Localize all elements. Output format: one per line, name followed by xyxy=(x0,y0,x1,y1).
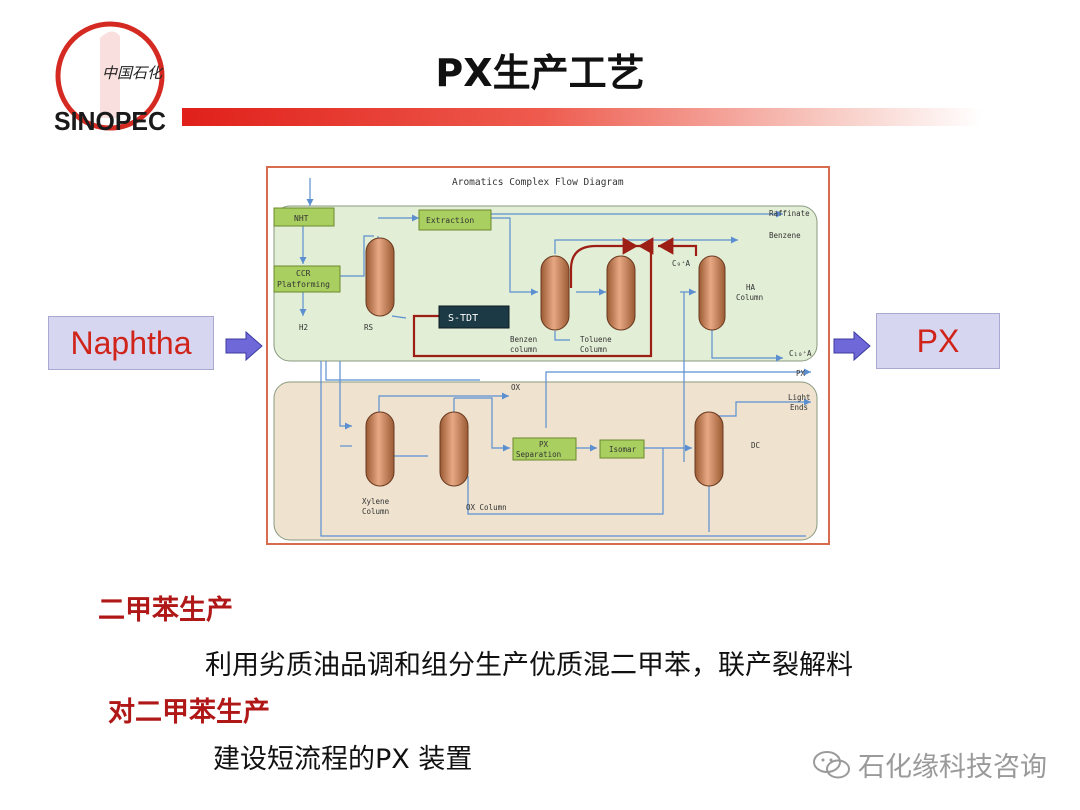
c9a-label: C₉⁺A xyxy=(672,259,691,268)
rs-column xyxy=(365,237,395,317)
input-arrow-icon xyxy=(224,330,264,366)
px-stream-label: PX xyxy=(796,369,806,378)
px-separation-unit: PX Separation xyxy=(512,437,577,461)
xylene-column xyxy=(365,411,395,487)
ox-column-label: OX Column xyxy=(466,503,507,512)
benzene-label: Benzene xyxy=(769,231,801,240)
diagram-title: Aromatics Complex Flow Diagram xyxy=(452,177,624,188)
output-arrow-icon xyxy=(832,330,872,366)
benzen-label-2: column xyxy=(510,345,537,354)
section-text-xylene: 利用劣质油品调和组分生产优质混二甲苯，联产裂解料 xyxy=(205,650,853,681)
dc-label: DC xyxy=(751,441,760,450)
rs-label: RS xyxy=(364,323,374,332)
stdt-unit: S-TDT xyxy=(438,305,510,329)
h2-label: H2 xyxy=(299,323,308,332)
wechat-watermark: 石化缘科技咨询 xyxy=(812,745,1047,784)
extraction-label: Extraction xyxy=(426,216,474,225)
page-title: PX生产工艺 xyxy=(435,51,645,95)
light-label-1: Light xyxy=(788,393,811,402)
logo-ring xyxy=(55,21,165,131)
logo-flame xyxy=(100,31,120,118)
xylene-label-1: Xylene xyxy=(362,497,390,506)
ha-column xyxy=(698,255,726,331)
title-banner xyxy=(182,108,982,126)
nht-unit: NHT xyxy=(273,207,335,227)
section-heading-xylene: 二甲苯生产 xyxy=(98,595,233,626)
toluene-label-1: Toluene xyxy=(580,335,612,344)
ha-label-1: HA xyxy=(746,283,756,292)
isomar-unit: Isomar xyxy=(599,439,645,459)
watermark-text: 石化缘科技咨询 xyxy=(858,752,1047,783)
px-sep-label-2: Separation xyxy=(516,450,561,459)
c10a-label: C₁₀⁺A xyxy=(789,349,812,358)
raffinate-label: Raffinate xyxy=(769,209,810,218)
ccr-platforming-unit: CCR Platforming xyxy=(273,265,341,293)
naphtha-box: Naphtha xyxy=(48,316,214,370)
px-output-box: PX xyxy=(876,313,1000,369)
platforming-label: Platforming xyxy=(277,280,330,289)
wechat-icon xyxy=(813,750,850,778)
ox-column xyxy=(439,411,469,487)
section-heading-px: 对二甲苯生产 xyxy=(108,697,270,728)
sinopec-logo: 中国石化 SINOPEC xyxy=(50,18,175,138)
ox-stream-label: OX xyxy=(511,383,521,392)
aromatics-flow-diagram: Aromatics Complex Flow Diagram xyxy=(266,166,830,550)
ha-label-2: Column xyxy=(736,293,763,302)
benzen-label-1: Benzen xyxy=(510,335,537,344)
toluene-column xyxy=(606,255,636,331)
section-text-px: 建设短流程的PX 装置 xyxy=(213,744,473,775)
ccr-label: CCR xyxy=(296,269,311,278)
logo-en-text: SINOPEC xyxy=(54,106,166,136)
dc-column xyxy=(694,411,724,487)
toluene-label-2: Column xyxy=(580,345,607,354)
px-sep-label-1: PX xyxy=(539,440,549,449)
benzene-column xyxy=(540,255,570,331)
logo-cn-text: 中国石化 xyxy=(102,64,164,82)
light-label-2: Ends xyxy=(790,403,808,412)
extraction-unit: Extraction xyxy=(418,209,492,231)
isomar-label: Isomar xyxy=(609,445,637,454)
stdt-label: S-TDT xyxy=(448,313,478,324)
nht-label: NHT xyxy=(294,214,309,223)
xylene-label-2: Column xyxy=(362,507,389,516)
